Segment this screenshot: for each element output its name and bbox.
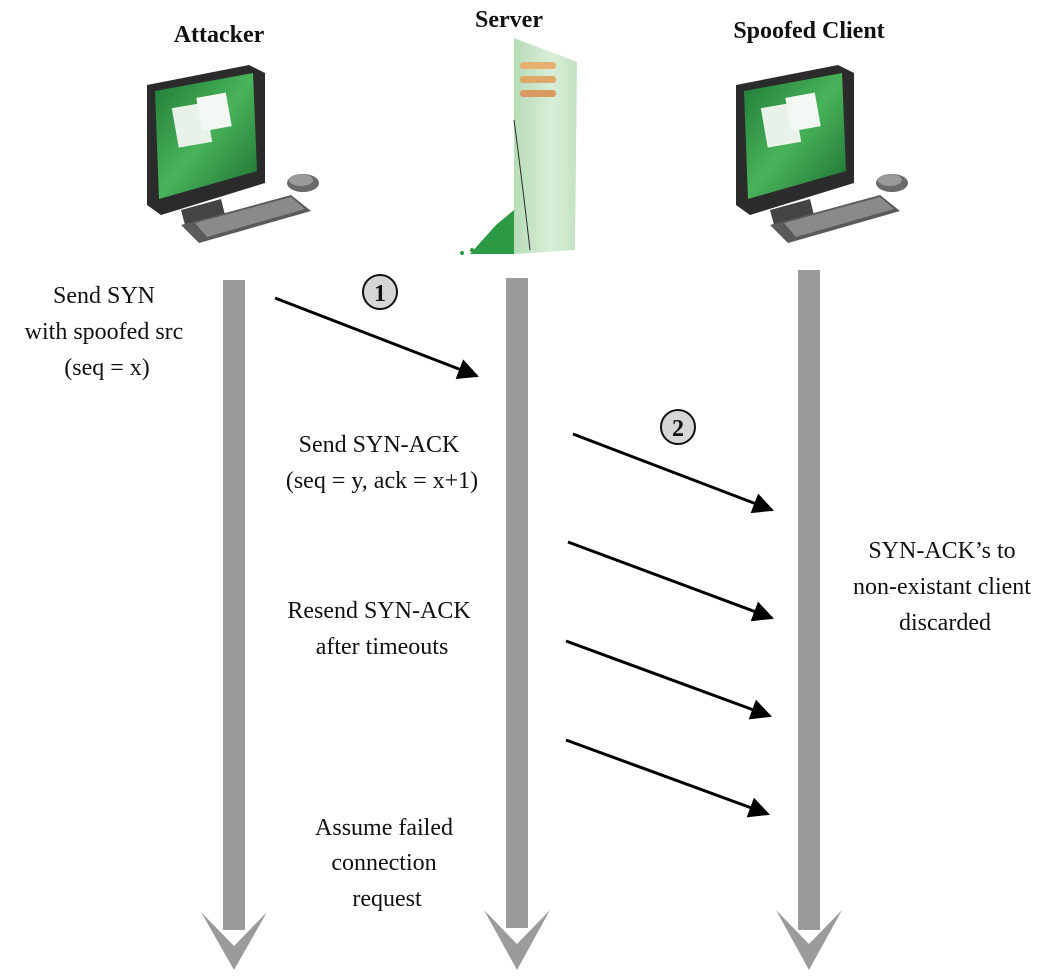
server-resend-note: Resend SYN-ACK after timeouts — [287, 598, 476, 660]
step-2-number: 2 — [672, 416, 684, 442]
client-discard-note: SYN-ACK’s to non-existant client discard… — [853, 538, 1037, 636]
desktop-computer-icon — [147, 65, 319, 243]
client-timeline — [776, 270, 842, 970]
resend-arrow-3 — [565, 738, 770, 818]
server-timeline — [484, 278, 550, 970]
syn-ack-arrow — [572, 432, 774, 514]
step-1-badge: 1 — [362, 274, 398, 310]
server-fail-note: Assume failed connection request — [315, 815, 459, 912]
step-1-number: 1 — [374, 281, 386, 307]
resend-arrow-1 — [567, 540, 774, 622]
attacker-timeline — [201, 280, 267, 970]
desktop-computer-icon — [736, 65, 908, 243]
attacker-send-note: Send SYN with spoofed src (seq = x) — [25, 283, 190, 381]
syn-arrow — [274, 296, 479, 379]
attacker-label: Attacker — [174, 22, 265, 48]
server-label: Server — [475, 7, 543, 33]
resend-arrow-2 — [565, 639, 772, 720]
spoofed-client-label: Spoofed Client — [733, 18, 884, 44]
server-tower-icon — [460, 38, 577, 255]
step-2-badge: 2 — [660, 409, 696, 445]
server-send-note: Send SYN-ACK (seq = y, ack = x+1) — [286, 432, 478, 494]
